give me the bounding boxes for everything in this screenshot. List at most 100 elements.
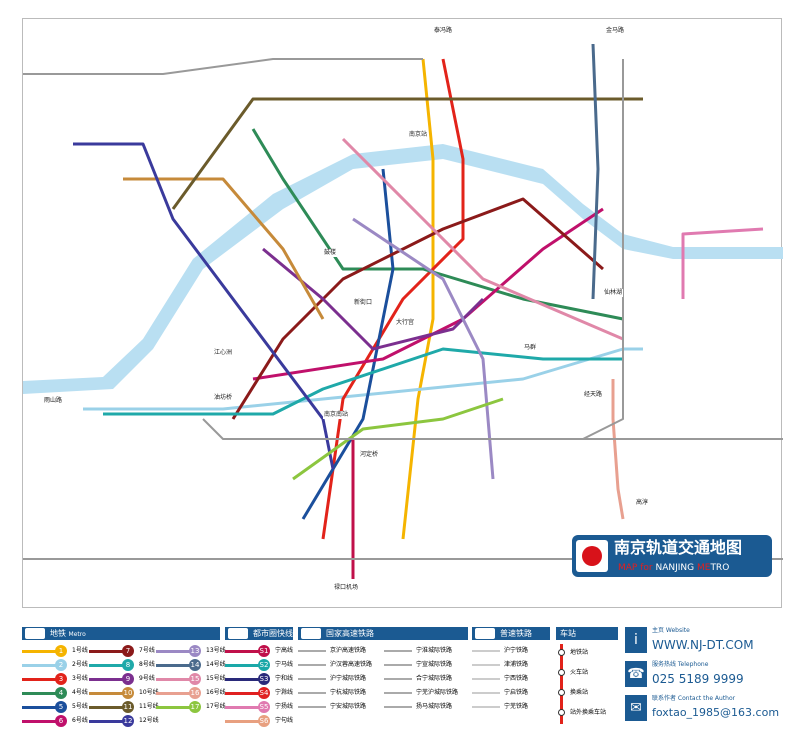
legend-rail-line: 宁西铁路 (472, 672, 550, 686)
legend-crh-line: 宁宣城际铁路 (384, 658, 468, 672)
station-symbol-icon (558, 649, 565, 656)
line-badge: 15 (189, 673, 201, 685)
line-7-path (231, 197, 604, 420)
mail-icon: ✉ (625, 695, 647, 721)
line-swatch (384, 706, 412, 708)
line-name: 1号线 (72, 647, 88, 654)
station-label[interactable]: 大行宫 (395, 319, 416, 327)
station-label[interactable]: 南京南站 (323, 411, 350, 419)
line-swatch (298, 664, 326, 666)
line-swatch (156, 692, 196, 695)
line-name: 宁马线 (275, 661, 294, 668)
line-name: 京沪高速铁路 (330, 647, 367, 654)
river-label: Yangtze River (494, 147, 542, 155)
phone-number[interactable]: 025 5189 9999 (652, 672, 744, 686)
station-label[interactable]: 江心洲 (213, 349, 234, 357)
legend-station-type: 地铁站 (556, 644, 618, 664)
line-swatch (89, 664, 129, 667)
line-swatch (89, 706, 129, 709)
station-type-label: 站外换乘车站 (570, 709, 607, 716)
line-name: 扬马城际铁路 (416, 703, 453, 710)
line-swatch (225, 720, 265, 723)
station-label[interactable]: 金马路 (605, 27, 626, 35)
website-link[interactable]: WWW.NJ-DT.COM (652, 638, 754, 652)
line-swatch (225, 706, 265, 709)
line-badge: 3 (55, 673, 67, 685)
suburban-legend-header: 都市圈快线 (225, 627, 293, 640)
line-15-path (341, 137, 624, 341)
line-swatch (472, 664, 500, 666)
legend-crh-line: 沪宁城际铁路 (298, 672, 382, 686)
line-name: 4号线 (72, 689, 88, 696)
rail-legend-header: 普速铁路 (472, 627, 550, 640)
line-swatch (22, 678, 62, 681)
line-name: 宁西铁路 (504, 675, 529, 682)
line-name: 宁滁线 (275, 689, 294, 696)
line-badge: S1 (258, 645, 270, 657)
metro-legend-subtitle: Metro (68, 631, 86, 638)
phone-icon: ☎ (625, 661, 647, 687)
line-s5-path (681, 227, 764, 299)
station-label[interactable]: 河定桥 (359, 451, 380, 459)
crh-legend-title: 国家高速铁路 (326, 629, 374, 638)
line-badge: 17 (189, 701, 201, 713)
title-en: MAP for NANJING METRO (618, 562, 729, 574)
line-badge: 12 (122, 715, 134, 727)
station-label[interactable]: 仙林湖 (603, 289, 624, 297)
line-badge: 6 (55, 715, 67, 727)
line-badge: S2 (258, 659, 270, 671)
title-en-b: NANJING (655, 563, 695, 573)
line-5-path (301, 168, 395, 520)
station-label[interactable]: 南京站 (408, 131, 429, 139)
line-swatch (298, 650, 326, 652)
line-name: 12号线 (139, 717, 159, 724)
station-label[interactable]: 新街口 (353, 299, 374, 307)
station-label[interactable]: 油坊桥 (213, 394, 234, 402)
line-name: 宁宣城际铁路 (416, 661, 453, 668)
author-label: 联系作者 Contact the Author (652, 695, 736, 702)
station-label[interactable]: 高淳 (635, 499, 650, 507)
line-name: 宁启铁路 (504, 689, 529, 696)
line-badge: S3 (258, 673, 270, 685)
line-swatch (472, 706, 500, 708)
title-en-d: TRO (710, 563, 730, 573)
line-11-path (171, 97, 643, 210)
line-3-path (321, 58, 465, 540)
crh-legend-header: 国家高速铁路 (298, 627, 468, 640)
station-symbol-icon (558, 689, 565, 696)
line-name: 沪汉蓉高速铁路 (330, 661, 373, 668)
line-14-path (591, 43, 600, 300)
line-name: 宁芜铁路 (504, 703, 529, 710)
network-map (23, 43, 783, 579)
station-label[interactable]: 雨山路 (43, 397, 64, 405)
line-badge: 10 (122, 687, 134, 699)
station-label[interactable]: 鼓楼 (323, 249, 338, 257)
line-swatch (156, 664, 196, 667)
legend-station-type: 站外换乘车站 (556, 704, 618, 724)
legend-station-type: 火车站 (556, 664, 618, 684)
legend-crh-line: 宁杭城际铁路 (298, 686, 382, 700)
line-name: 2号线 (72, 661, 88, 668)
email-row: ✉ 联系作者 Contact the Author foxtao_1985@163.… (625, 693, 795, 727)
station-label[interactable]: 禄口机场 (333, 584, 360, 592)
station-label[interactable]: 马群 (523, 344, 538, 352)
line-badge: 7 (122, 645, 134, 657)
email-link[interactable]: foxtao_1985@163.com (652, 706, 780, 719)
station-label[interactable]: 泰冯路 (433, 27, 454, 35)
station-legend-title: 车站 (560, 629, 576, 638)
line-name: 7号线 (139, 647, 155, 654)
legend-crh-line: 沪汉蓉高速铁路 (298, 658, 382, 672)
line-swatch (22, 650, 62, 653)
line-name: 合宁城际铁路 (416, 675, 453, 682)
line-swatch (156, 678, 196, 681)
line-name: 宁淮城际铁路 (416, 647, 453, 654)
station-label[interactable]: 经天路 (583, 391, 604, 399)
legend-line-12: 12 12号线 (89, 714, 159, 728)
